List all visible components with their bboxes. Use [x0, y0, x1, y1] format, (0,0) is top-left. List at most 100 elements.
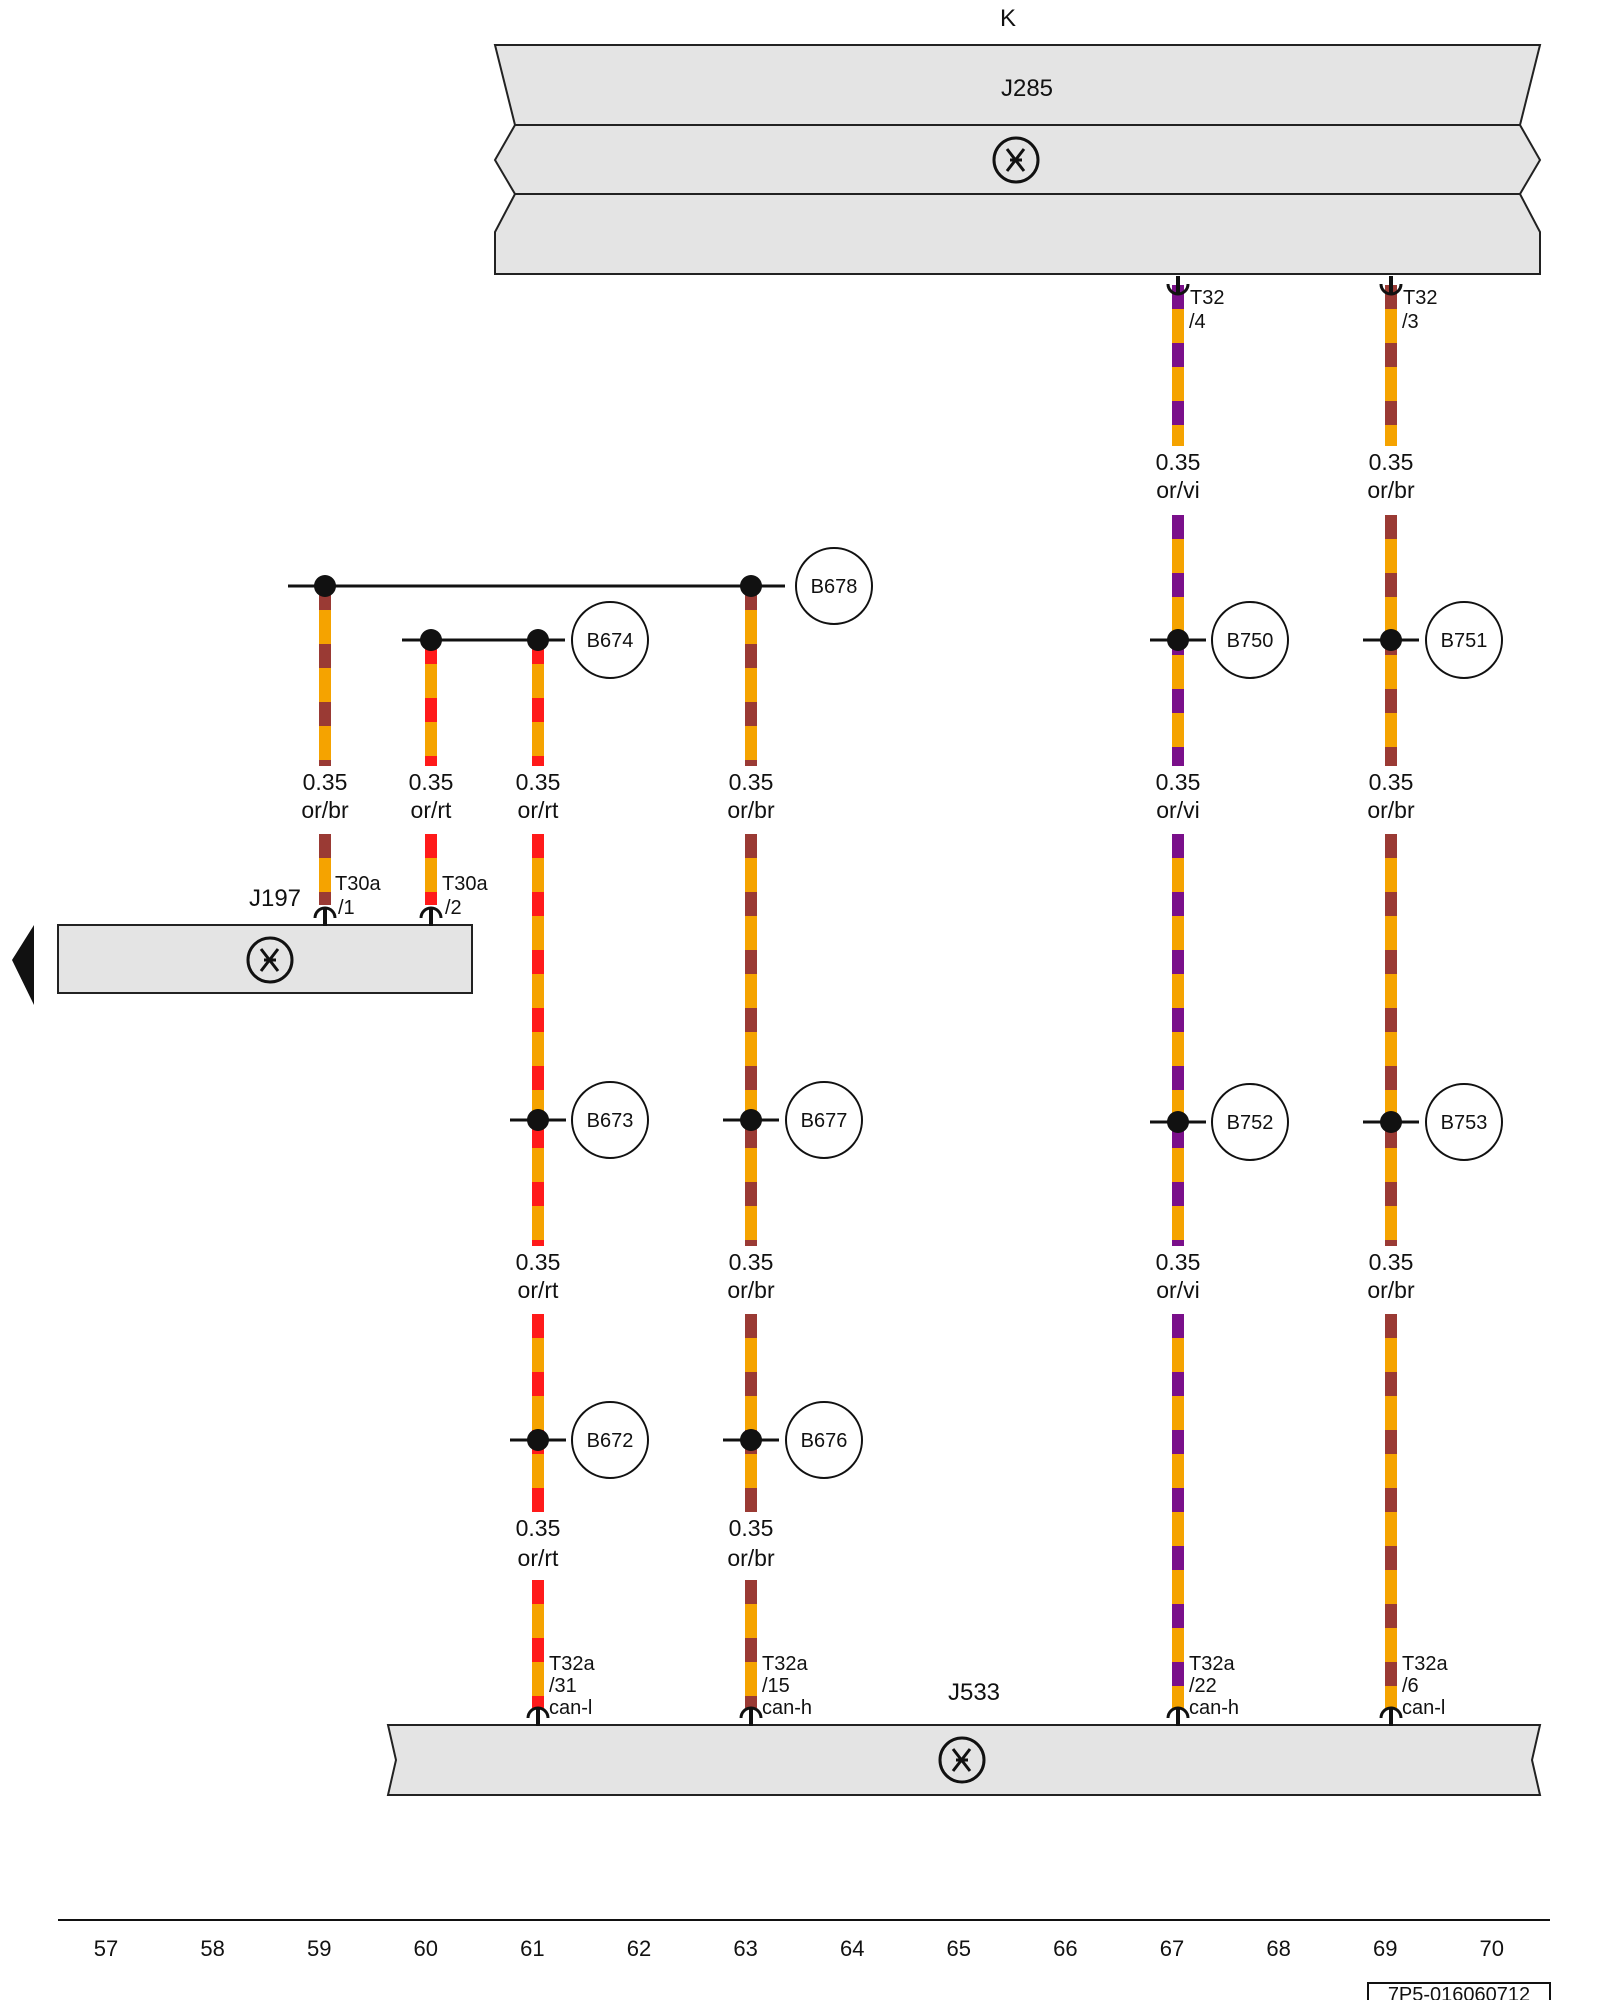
svg-text:T32a: T32a: [1189, 1653, 1235, 1675]
svg-text:T30a: T30a: [335, 873, 381, 895]
pin-label-t32-3: T32/3: [1402, 287, 1437, 333]
node-b751[interactable]: B751: [1425, 601, 1503, 679]
splice-point: [314, 575, 336, 597]
svg-text:0.35: 0.35: [516, 1515, 561, 1541]
node-b753[interactable]: B753: [1425, 1083, 1503, 1161]
connector-pin-icon: [1379, 1706, 1403, 1726]
component-j285[interactable]: J285: [493, 44, 1542, 275]
svg-text:T30a: T30a: [442, 873, 488, 895]
node-b677[interactable]: B677: [785, 1081, 863, 1159]
scale-number: 70: [1480, 1936, 1504, 1961]
svg-text:can-l: can-l: [549, 1697, 592, 1719]
splice-point: [723, 1429, 779, 1451]
svg-text:B752: B752: [1227, 1112, 1274, 1134]
svg-text:B672: B672: [587, 1430, 634, 1452]
svg-text:0.35: 0.35: [409, 769, 454, 795]
reference-code: 7P5-016060712: [1367, 1982, 1551, 2000]
splice-point: [1150, 1111, 1206, 1133]
svg-text:or/rt: or/rt: [518, 797, 560, 823]
node-b678[interactable]: B678: [795, 547, 873, 625]
svg-text:/3: /3: [1402, 311, 1419, 333]
node-b672[interactable]: B672: [571, 1401, 649, 1479]
scale-number: 62: [627, 1936, 651, 1961]
wire-label: 0.35 or/rt: [516, 1515, 561, 1571]
svg-text:or/br: or/br: [1367, 1277, 1415, 1303]
scale-number: 65: [947, 1936, 971, 1961]
splice-point: [1150, 629, 1206, 651]
svg-text:0.35: 0.35: [1156, 449, 1201, 475]
scale-number: 66: [1053, 1936, 1077, 1961]
scale-number: 63: [733, 1936, 757, 1961]
svg-text:0.35: 0.35: [729, 769, 774, 795]
node-b674[interactable]: B674: [571, 601, 649, 679]
scale-number: 69: [1373, 1936, 1397, 1961]
scale-number: 58: [200, 1936, 224, 1961]
component-label-j285: J285: [1001, 75, 1053, 102]
component-label-j533: J533: [948, 1679, 1000, 1706]
svg-text:T32a: T32a: [549, 1653, 595, 1675]
splice-point: [510, 1429, 566, 1451]
svg-text:0.35: 0.35: [1156, 769, 1201, 795]
scale-number: 59: [307, 1936, 331, 1961]
scale-number: 68: [1266, 1936, 1290, 1961]
svg-text:0.35: 0.35: [729, 1515, 774, 1541]
node-b750[interactable]: B750: [1211, 601, 1289, 679]
svg-text:B750: B750: [1227, 630, 1274, 652]
svg-text:can-l: can-l: [1402, 1697, 1445, 1719]
splice-group: [314, 575, 1419, 1451]
svg-text:can-h: can-h: [762, 1697, 812, 1719]
svg-text:B677: B677: [801, 1110, 848, 1132]
svg-text:or/br: or/br: [301, 797, 349, 823]
svg-text:0.35: 0.35: [516, 769, 561, 795]
svg-text:0.35: 0.35: [729, 1249, 774, 1275]
svg-text:or/br: or/br: [727, 797, 775, 823]
svg-text:/22: /22: [1189, 1675, 1217, 1697]
header-letter: K: [1000, 5, 1016, 32]
splice-point: [510, 1109, 566, 1131]
control-unit-icon: [246, 936, 294, 984]
node-b676[interactable]: B676: [785, 1401, 863, 1479]
svg-text:/6: /6: [1402, 1675, 1419, 1697]
svg-text:0.35: 0.35: [303, 769, 348, 795]
svg-text:0.35: 0.35: [1369, 449, 1414, 475]
svg-text:7P5-016060712: 7P5-016060712: [1388, 1984, 1530, 2000]
svg-text:or/br: or/br: [1367, 797, 1415, 823]
svg-text:or/rt: or/rt: [518, 1545, 560, 1571]
node-b752[interactable]: B752: [1211, 1083, 1289, 1161]
component-j533[interactable]: J533: [386, 1679, 1542, 1796]
svg-text:or/br: or/br: [1367, 477, 1415, 503]
control-unit-icon: [938, 1736, 986, 1784]
scale-number: 67: [1160, 1936, 1184, 1961]
svg-text:or/vi: or/vi: [1156, 477, 1199, 503]
splice-point: [420, 629, 442, 651]
svg-text:B678: B678: [811, 576, 858, 598]
wire-group: [319, 285, 1397, 1708]
node-b673[interactable]: B673: [571, 1081, 649, 1159]
connector-pin-icon: [526, 1706, 550, 1726]
scale-number: 64: [840, 1936, 864, 1961]
connector-pin-icon: [739, 1706, 763, 1726]
pin-group: [313, 276, 1403, 1726]
connector-pin-icon: [1379, 276, 1403, 296]
svg-text:/31: /31: [549, 1675, 577, 1697]
svg-text:0.35: 0.35: [1156, 1249, 1201, 1275]
svg-text:/1: /1: [338, 897, 355, 919]
connector-pin-icon: [1166, 1706, 1190, 1726]
component-j197[interactable]: J197: [12, 885, 473, 1005]
scale-number: 57: [94, 1936, 118, 1961]
